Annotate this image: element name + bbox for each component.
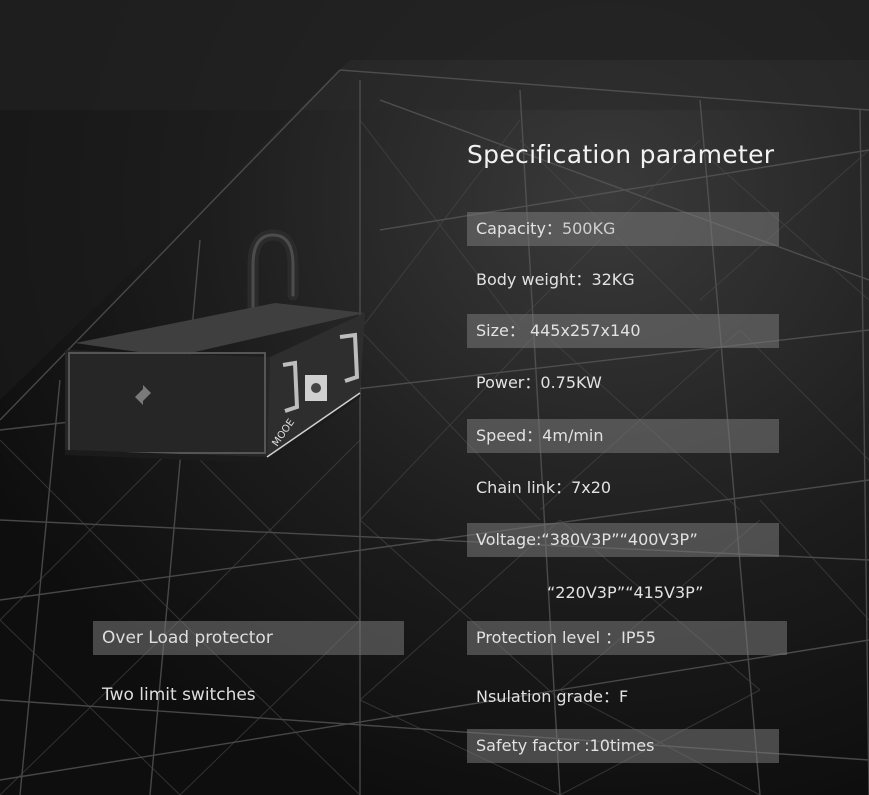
spec-row-insulation-grade: Nsulation grade：F xyxy=(467,680,779,714)
spec-value: 445x257x140 xyxy=(529,321,641,340)
spec-label: Voltage: xyxy=(476,530,542,549)
spec-row-voltage-cont: “220V3P”“415V3P” xyxy=(467,576,779,610)
spec-row-voltage: Voltage:“380V3P”“400V3P” xyxy=(467,523,779,557)
spec-row-size: Size： 445x257x140 xyxy=(467,314,779,348)
spec-value: 10times xyxy=(589,736,655,755)
spec-value: 500KG xyxy=(561,219,616,238)
spec-value: 32KG xyxy=(591,270,635,289)
spec-row-safety-factor: Safety factor :10times xyxy=(467,729,779,763)
spec-label: Capacity： xyxy=(476,219,562,238)
feature-overload-protector: Over Load protector xyxy=(93,621,404,655)
spec-row-capacity: Capacity：500KG xyxy=(467,212,779,246)
spec-label: Protection level ： xyxy=(476,628,622,647)
spec-value: 7x20 xyxy=(571,478,612,497)
spec-label: Safety factor : xyxy=(476,736,590,755)
spec-label: Power： xyxy=(476,373,541,392)
spec-value: 4m/min xyxy=(542,426,604,445)
spec-label: Body weight： xyxy=(476,270,592,289)
feature-limit-switches: Two limit switches xyxy=(102,685,256,705)
spec-row-chain-link: Chain link：7x20 xyxy=(467,471,779,505)
spec-title: Specification parameter xyxy=(467,140,775,169)
spec-label: Nsulation grade： xyxy=(476,687,619,706)
spec-value: 0.75KW xyxy=(540,373,602,392)
spec-label: Chain link： xyxy=(476,478,572,497)
spec-value: “380V3P”“400V3P” xyxy=(541,530,698,549)
hoist-product-image: MOOE xyxy=(65,229,365,463)
spec-value: IP55 xyxy=(621,628,656,647)
spec-row-body-weight: Body weight：32KG xyxy=(467,263,779,297)
spec-label: Speed： xyxy=(476,426,543,445)
spec-row-power: Power：0.75KW xyxy=(467,366,779,400)
spec-value: F xyxy=(618,687,629,706)
spec-row-speed: Speed：4m/min xyxy=(467,419,779,453)
spec-value: “220V3P”“415V3P” xyxy=(547,583,704,602)
spec-label: Size： xyxy=(476,321,530,340)
spec-row-protection-level: Protection level ：IP55 xyxy=(467,621,787,655)
